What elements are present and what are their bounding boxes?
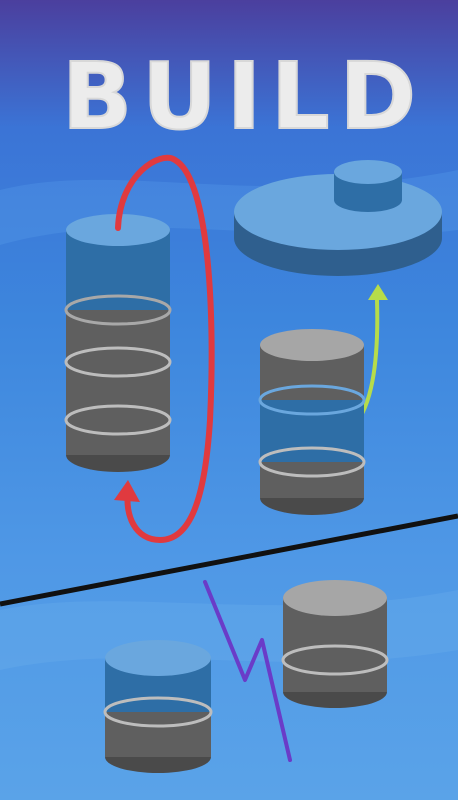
stack-right [258, 329, 366, 515]
disk-platform [234, 160, 442, 276]
lightning-icon [203, 580, 292, 762]
title-text: BUILD [62, 43, 426, 150]
stack-bottom-left [103, 640, 213, 773]
red-circular-arrow [114, 154, 215, 544]
divider-line [0, 513, 458, 607]
stack-left [64, 214, 172, 472]
stack-bottom-right [281, 580, 389, 708]
